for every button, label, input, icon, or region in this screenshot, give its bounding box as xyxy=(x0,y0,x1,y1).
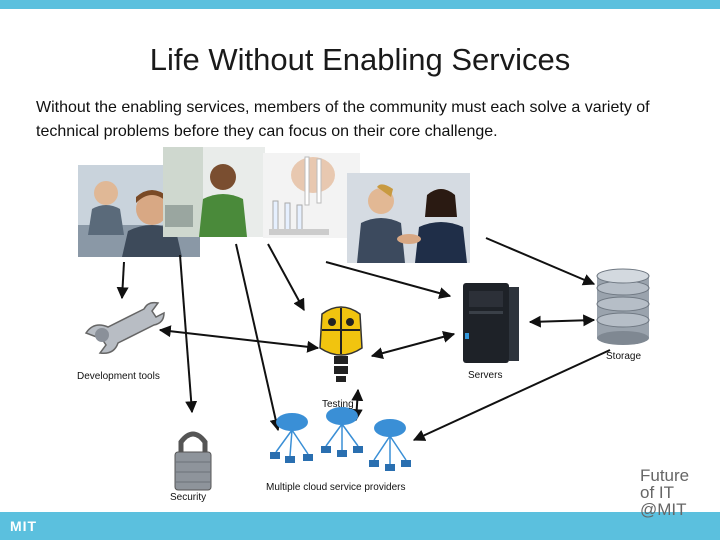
padlock-icon xyxy=(172,426,214,492)
arrow-testing-to-servers xyxy=(370,331,456,359)
photo-lab-test-tubes xyxy=(263,153,360,238)
arrow-devtools-to-testing xyxy=(158,325,320,353)
slide-title: Life Without Enabling Services xyxy=(149,42,571,77)
future-logo-line-1: Future xyxy=(640,466,690,485)
slide-body-text: Without the enabling services, members o… xyxy=(36,99,650,140)
security-label: Security xyxy=(170,492,207,503)
crash-test-dummy-icon xyxy=(312,302,370,384)
arrow-photos-to-storage xyxy=(485,237,596,286)
server-tower-icon xyxy=(457,281,522,365)
future-logo-line-2: of IT xyxy=(640,483,675,502)
development-tools-label: Development tools xyxy=(77,371,160,382)
future-logo-line-3: @MIT xyxy=(640,500,687,519)
database-storage-icon xyxy=(594,268,652,346)
photo-student-in-office xyxy=(163,147,265,237)
cloud-network-icon xyxy=(266,404,416,476)
testing-label: Testing xyxy=(322,399,354,410)
arrow-photos-to-devtools xyxy=(116,261,129,300)
photo-handshake-meeting xyxy=(347,173,470,263)
arrow-servers-to-storage xyxy=(528,314,596,328)
arrow-photos-to-servers xyxy=(325,261,452,299)
wrench-icon xyxy=(80,295,165,357)
mit-logo: MIT xyxy=(10,518,38,534)
bottom-accent-bar xyxy=(0,512,720,540)
arrow-photos-to-cloud xyxy=(235,243,282,432)
top-accent-bar xyxy=(0,0,720,9)
arrow-storage-to-cloud xyxy=(412,349,611,441)
storage-label: Storage xyxy=(606,351,642,362)
arrow-photos-to-testing xyxy=(267,243,305,312)
future-of-it-logo: Future of IT @MIT xyxy=(640,467,720,518)
servers-label: Servers xyxy=(468,370,503,381)
cloud-providers-label: Multiple cloud service providers xyxy=(266,482,406,493)
